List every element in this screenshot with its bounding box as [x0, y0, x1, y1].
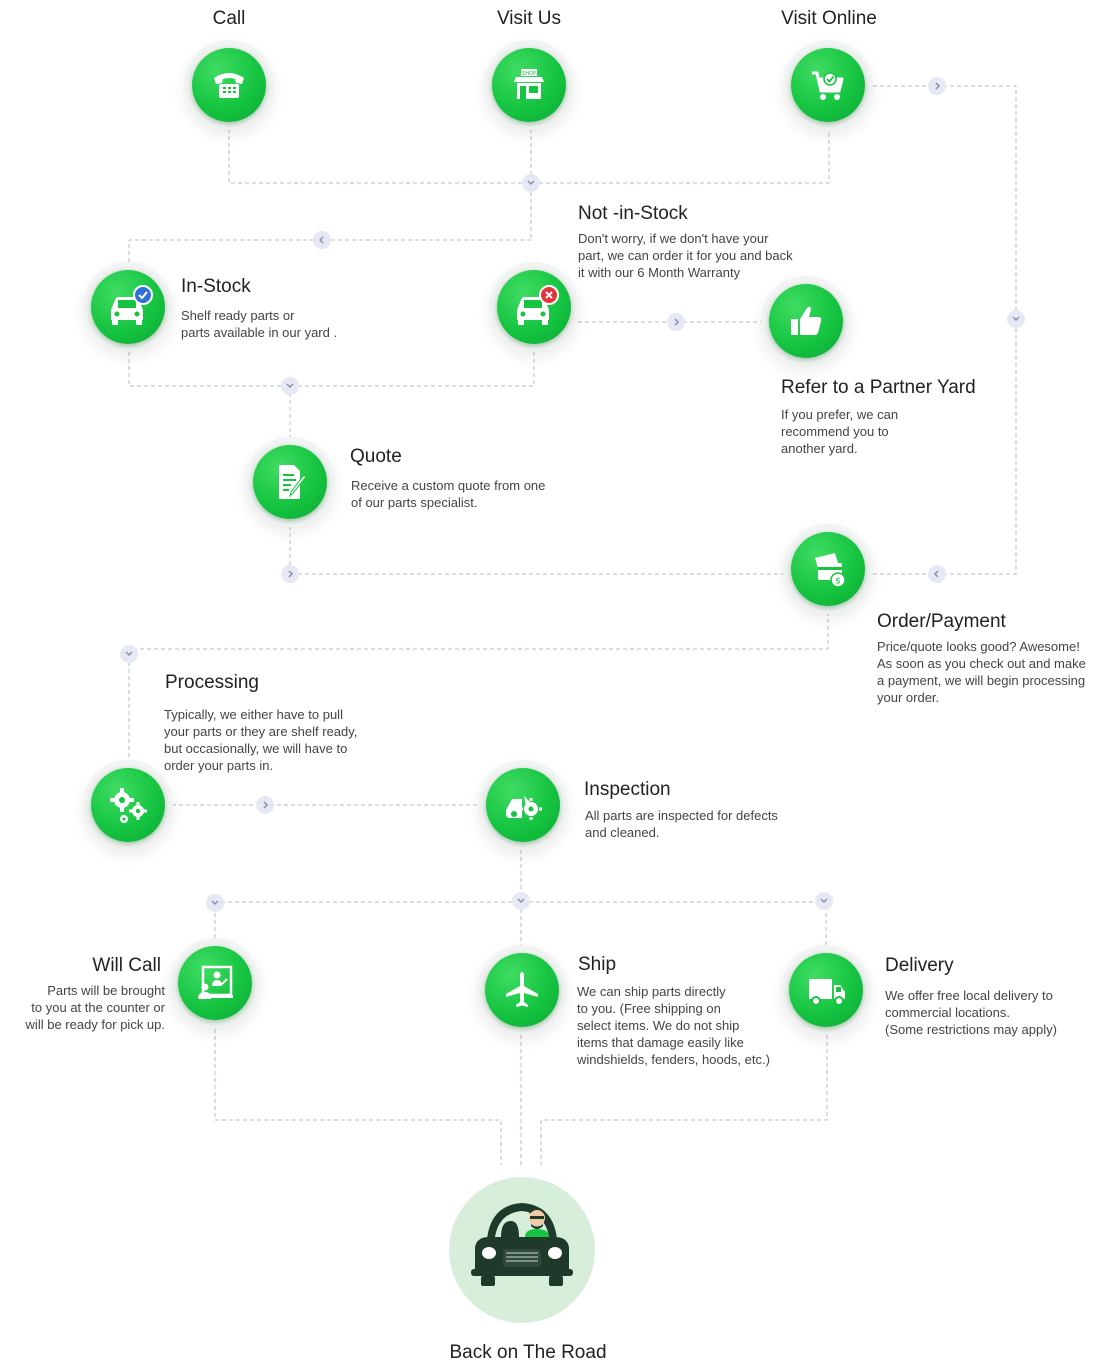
visit-online-step: [783, 40, 873, 130]
ship-description: We can ship parts directly to you. (Free…: [577, 983, 770, 1068]
processing-desc-line: Typically, we either have to pull: [164, 707, 343, 722]
chevron-right-icon: [928, 77, 946, 95]
will-call-desc-line: to you at the counter or: [31, 1000, 165, 1015]
ship-desc-line: items that damage easily like: [577, 1035, 744, 1050]
delivery-desc-line: We offer free local delivery to: [885, 988, 1053, 1003]
not-in-stock-desc-line: Don't worry, if we don't have your: [578, 231, 769, 246]
inspection-description: All parts are inspected for defects and …: [585, 807, 778, 841]
svg-text:$: $: [835, 577, 841, 587]
processing-desc-line: but occasionally, we will have to: [164, 741, 348, 756]
back-on-road-step: [449, 1177, 595, 1323]
processing-description: Typically, we either have to pull your p…: [164, 706, 357, 774]
shopping-cart-icon: [812, 71, 844, 100]
order-payment-desc-line: Price/quote looks good? Awesome!: [877, 639, 1080, 654]
call-title: Call: [212, 8, 246, 29]
ship-desc-line: windshields, fenders, hoods, etc.): [577, 1052, 770, 1067]
ship-title: Ship: [578, 954, 617, 975]
in-stock-title: In-Stock: [181, 276, 251, 297]
chevron-left-icon: [313, 231, 331, 249]
inspection-desc-line: All parts are inspected for defects: [585, 808, 778, 823]
call-step: [184, 40, 274, 130]
order-payment-desc-line: a payment, we will begin processing: [877, 673, 1086, 688]
chevron-down-icon: [522, 174, 540, 192]
chevron-left-icon: [928, 565, 946, 583]
chevron-right-icon: [281, 565, 299, 583]
car-x-icon: [517, 285, 559, 325]
visit-us-title: Visit Us: [496, 8, 562, 29]
chevron-down-icon: [512, 892, 530, 910]
ship-step: [477, 945, 567, 1035]
order-payment-step: $: [783, 524, 873, 614]
not-in-stock-desc-line: it with our 6 Month Warranty: [578, 265, 741, 280]
in-stock-desc-line: parts available in our yard .: [181, 325, 338, 340]
in-stock-step: [83, 262, 173, 352]
ship-desc-line: select items. We do not ship: [577, 1018, 740, 1033]
delivery-title: Delivery: [885, 955, 954, 976]
in-stock-description: Shelf ready parts or parts available in …: [181, 307, 337, 341]
quote-desc-line: Receive a custom quote from one: [351, 478, 546, 493]
ship-desc-line: We can ship parts directly: [577, 984, 726, 999]
inspection-step: [478, 760, 568, 850]
partner-yard-step: [761, 276, 851, 366]
counter-pickup-icon: [198, 965, 233, 999]
processing-title: Processing: [165, 672, 259, 693]
will-call-desc-line: will be ready for pick up.: [25, 1017, 165, 1032]
not-in-stock-desc-line: part, we can order it for you and back: [578, 248, 793, 263]
not-in-stock-title: Not -in-Stock: [578, 203, 688, 224]
inspection-desc-line: and cleaned.: [585, 825, 660, 840]
chevron-right-icon: [256, 796, 274, 814]
telephone-icon: [214, 73, 244, 98]
ship-desc-line: to you. (Free shipping on: [577, 1001, 721, 1016]
chevron-down-icon: [1007, 310, 1025, 328]
order-payment-description: Price/quote looks good? Awesome! As soon…: [877, 638, 1086, 706]
quote-step: [245, 437, 335, 527]
shop-icon: SHOP: [514, 69, 544, 99]
in-stock-desc-line: Shelf ready parts or: [181, 308, 295, 323]
partner-yard-title: Refer to a Partner Yard: [781, 377, 976, 398]
chevron-down-icon: [206, 894, 224, 912]
chevron-down-icon: [815, 892, 833, 910]
back-on-road-title: Back on The Road: [449, 1342, 607, 1363]
partner-yard-desc-line: recommend you to: [781, 424, 889, 439]
svg-text:SHOP: SHOP: [522, 71, 536, 77]
car-part-icon: [506, 796, 542, 820]
payment-card-icon: $: [815, 553, 846, 588]
not-in-stock-description: Don't worry, if we don't have your part,…: [578, 230, 793, 281]
delivery-desc-line: commercial locations.: [885, 1005, 1010, 1020]
order-payment-desc-line: As soon as you check out and make: [877, 656, 1086, 671]
chevron-down-icon: [120, 645, 138, 663]
not-in-stock-step: [489, 262, 579, 352]
chevron-down-icon: [281, 377, 299, 395]
visit-online-title: Visit Online: [781, 8, 877, 29]
processing-desc-line: your parts or they are shelf ready,: [164, 724, 358, 739]
gears-icon: [110, 788, 147, 823]
chevron-right-icon: [667, 313, 685, 331]
processing-desc-line: order your parts in.: [164, 758, 274, 773]
visit-us-step: SHOP: [484, 40, 574, 130]
inspection-title: Inspection: [584, 779, 671, 800]
delivery-description: We offer free local delivery to commerci…: [885, 987, 1057, 1038]
will-call-desc-line: Parts will be brought: [47, 983, 165, 998]
will-call-title: Will Call: [92, 955, 161, 976]
order-payment-title: Order/Payment: [877, 611, 1006, 632]
airplane-icon: [506, 972, 538, 1007]
will-call-step: [170, 938, 260, 1028]
truck-icon: [809, 979, 845, 1006]
quote-description: Receive a custom quote from one of our p…: [351, 477, 545, 511]
quote-desc-line: of our parts specialist.: [351, 495, 478, 510]
order-payment-desc-line: your order.: [877, 690, 940, 705]
quote-title: Quote: [350, 446, 402, 467]
thumbs-up-icon: [791, 306, 822, 335]
delivery-desc-line: (Some restrictions may apply): [885, 1022, 1057, 1037]
partner-yard-description: If you prefer, we can recommend you to a…: [781, 406, 898, 457]
processing-step: [83, 760, 173, 850]
partner-yard-desc-line: another yard.: [781, 441, 858, 456]
car-driver-icon: [471, 1203, 573, 1286]
partner-yard-desc-line: If you prefer, we can: [781, 407, 899, 422]
document-pen-icon: [279, 465, 307, 499]
car-check-icon: [111, 285, 153, 325]
will-call-description: Parts will be brought to you at the coun…: [10, 982, 165, 1033]
delivery-step: [781, 945, 871, 1035]
